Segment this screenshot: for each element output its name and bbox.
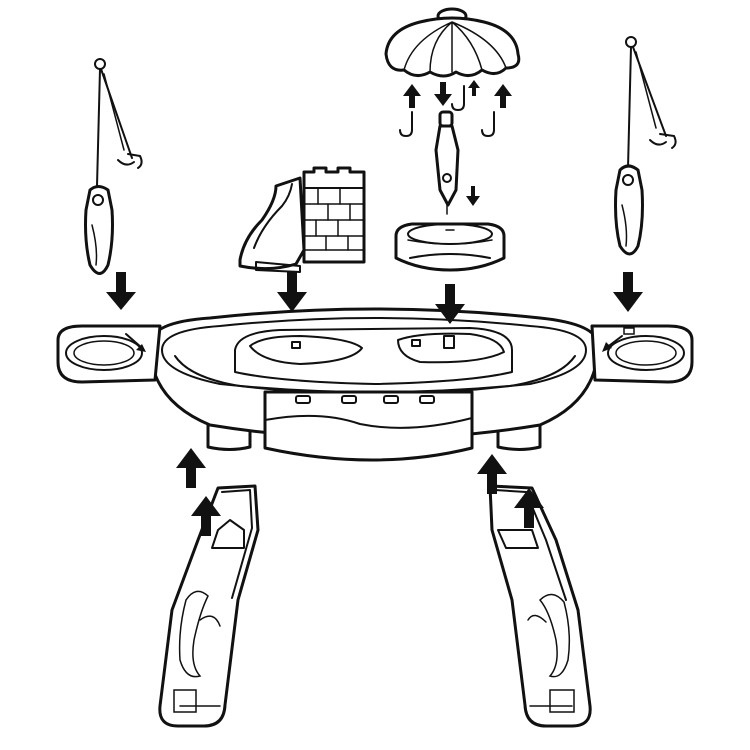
base-tray	[148, 307, 600, 462]
arrow-right-rod-down	[613, 272, 643, 312]
arrow-canopy-mid-up	[468, 80, 480, 96]
castle-slide	[238, 166, 366, 273]
left-tray-cup	[56, 324, 162, 384]
arrow-castle-down	[277, 272, 307, 312]
hook-left	[399, 111, 413, 137]
arrow-right-leg-up-inner	[514, 488, 544, 528]
arrows	[106, 80, 643, 536]
arrow-canopy-center-down	[434, 82, 452, 106]
umbrella-pole	[434, 110, 460, 215]
arrow-left-leg-up-inner	[191, 496, 221, 536]
arrow-canopy-left-up	[403, 84, 421, 108]
umbrella-hub	[394, 222, 506, 272]
arrow-left-leg-up-outer	[176, 448, 206, 488]
arrow-left-rod-down	[106, 272, 136, 310]
right-leg	[488, 484, 592, 728]
left-fishing-rod	[84, 58, 143, 275]
arrow-pole-down	[466, 186, 480, 206]
umbrella-canopy	[384, 7, 521, 78]
hook-right	[481, 111, 495, 137]
arrow-canopy-right-up	[494, 84, 512, 108]
arrow-right-leg-up-outer	[477, 454, 507, 494]
left-leg	[158, 484, 260, 728]
arrow-left-cup-in	[125, 333, 143, 349]
right-tray-cup	[590, 324, 694, 384]
hook-center	[451, 85, 465, 111]
arrow-hub-down	[435, 284, 465, 324]
right-fishing-rod	[614, 36, 677, 256]
